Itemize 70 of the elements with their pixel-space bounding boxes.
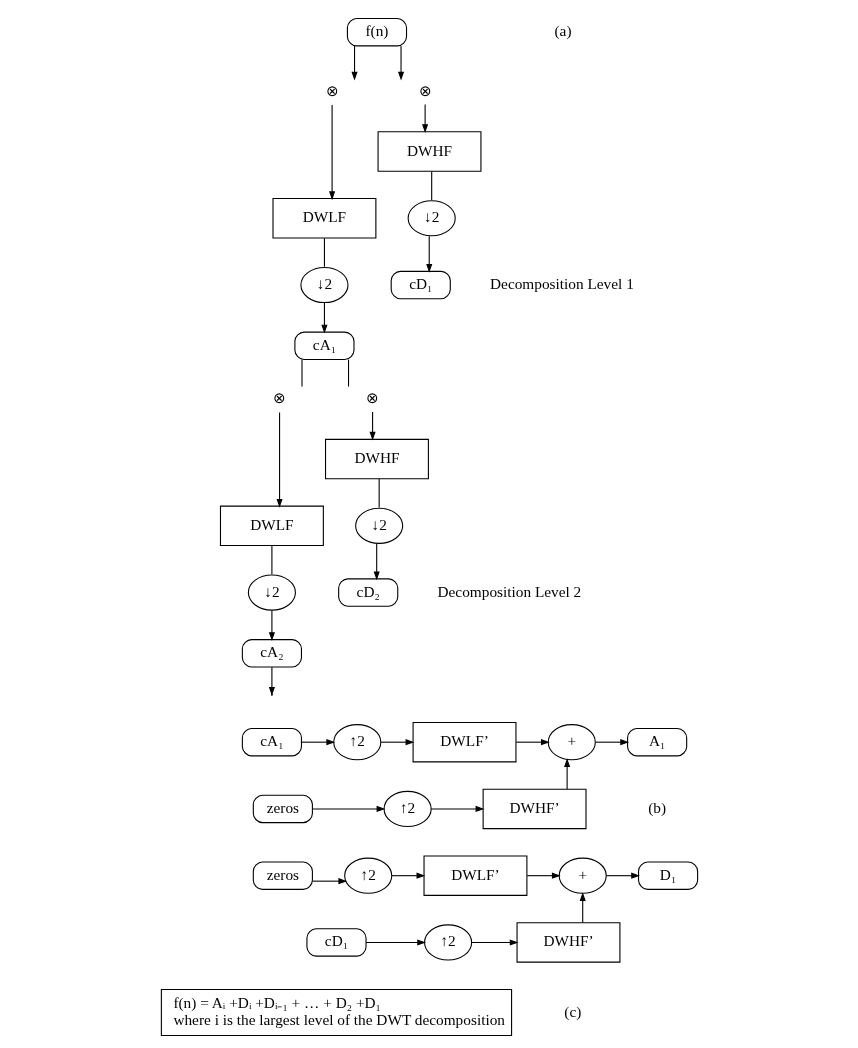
label: Decomposition Level 1: [489, 275, 634, 293]
connector: [323, 237, 325, 268]
node-text: ⊗: [365, 389, 379, 407]
arrow: [268, 666, 275, 696]
arrow: [369, 411, 376, 441]
arrow: [579, 892, 586, 923]
node-text: ⊗: [325, 81, 339, 99]
node-ellipse: ↓2: [299, 266, 348, 304]
connector: [347, 359, 349, 388]
arrow: [300, 739, 335, 746]
arrow: [350, 45, 358, 81]
arrow: [515, 739, 550, 746]
node-box: D₁: [637, 861, 698, 890]
node-box: cD₂: [337, 578, 398, 607]
node-ellipse: ↑2: [423, 924, 472, 961]
arrow: [421, 104, 428, 134]
node-box: DWHF: [377, 131, 481, 172]
node-ellipse: ↓2: [247, 574, 296, 611]
node-box: f(n): [346, 18, 407, 47]
node-ellipse: ↑2: [332, 724, 381, 761]
node-ellipse: ↓2: [354, 507, 403, 544]
arrow: [373, 543, 380, 581]
arrow: [311, 805, 385, 812]
node-box: DWLF’: [412, 721, 516, 763]
arrow: [276, 411, 283, 508]
node-ellipse: ↑2: [383, 790, 432, 827]
node-box: DWLF: [271, 198, 376, 239]
connector: [300, 359, 303, 388]
arrow: [268, 609, 275, 641]
arrow: [594, 739, 629, 746]
label: (b): [647, 798, 666, 816]
arrow: [470, 939, 519, 946]
node-ellipse: +: [558, 857, 607, 894]
arrow: [430, 805, 484, 812]
arrow: [526, 872, 561, 879]
node-box: DWHF: [324, 438, 429, 480]
node-ellipse: +: [547, 724, 596, 761]
node-box: DWLF: [219, 505, 324, 547]
label: Decomposition Level 2: [437, 582, 581, 600]
node-box: cA₁: [241, 727, 302, 757]
arrow: [320, 302, 327, 334]
node-box: f(n) = Aᵢ +Dᵢ +Dᵢ₋₁ + … + D₂ +D₁ where i is the largest level of the DWT decomposition: [160, 988, 512, 1036]
connector: [430, 171, 432, 201]
arrow: [311, 878, 347, 885]
arrow: [328, 104, 335, 201]
node-ellipse: ↑2: [343, 857, 392, 894]
node-box: cD₁: [390, 270, 451, 300]
node-box: cA₁: [293, 331, 355, 360]
label: (c): [563, 1002, 581, 1020]
node-box: DWHF’: [482, 788, 587, 830]
arrow: [563, 758, 570, 790]
arrow: [425, 235, 432, 273]
node-box: zeros: [252, 861, 313, 890]
node-box: A₁: [626, 727, 687, 757]
connector: [378, 478, 380, 509]
node-text: ⊗: [272, 389, 286, 407]
node-box: DWHF’: [516, 922, 620, 963]
node-ellipse: ↓2: [407, 200, 456, 237]
arrow: [390, 872, 425, 879]
node-box: DWLF’: [423, 855, 527, 896]
arrow: [397, 45, 404, 81]
node-box: cA₂: [241, 639, 302, 668]
connector: [270, 545, 272, 575]
node-box: zeros: [252, 794, 313, 824]
node-box: cD₁: [305, 928, 367, 957]
label: (a): [554, 22, 572, 40]
arrow: [605, 872, 640, 879]
node-text: ⊗: [418, 81, 432, 99]
arrow: [380, 739, 414, 746]
arrow: [365, 939, 426, 946]
